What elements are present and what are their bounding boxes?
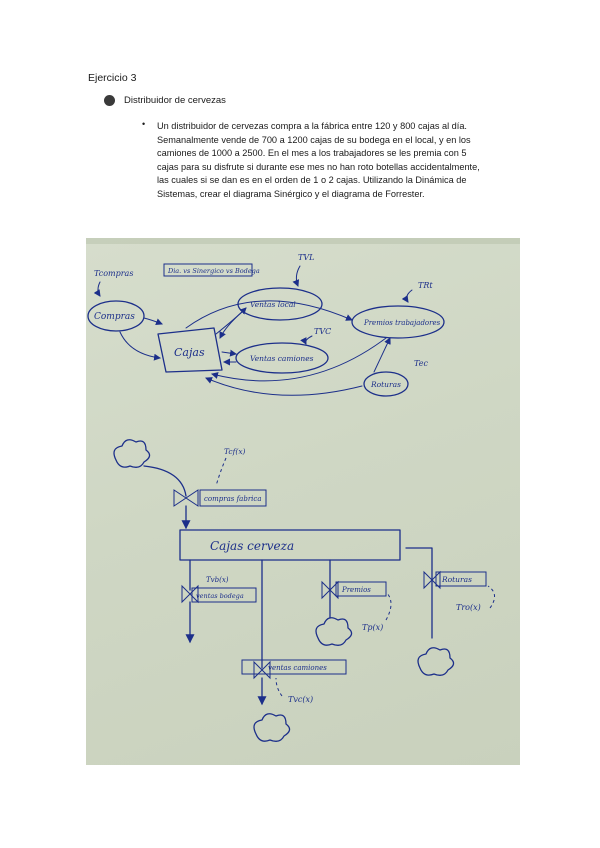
label-trt: TRt: [418, 281, 433, 290]
arrow-roturas-premios: [373, 337, 391, 373]
exercise-paragraph: Un distribuidor de cervezas compra a la …: [157, 120, 517, 202]
flow-box-premios: [335, 581, 387, 597]
label-tvb: Tvb(x): [206, 576, 229, 584]
arrow-compras-cajas-2: [119, 331, 161, 361]
flow-pipe-roturas: [405, 547, 433, 639]
label-tp: Tp(x): [362, 623, 383, 632]
node-compras: [87, 300, 145, 332]
node-ventas-local-label: Ventas local: [250, 300, 296, 309]
label-tvl: TVL: [298, 253, 314, 262]
paragraph-line: cajas para su disfrute si durante ese me…: [157, 161, 480, 172]
label-tvc: TVC: [314, 327, 331, 336]
node-cajas-label: Cajas: [174, 346, 205, 359]
arrow-vlocal-cajas: [219, 311, 243, 339]
diagram-title-box: [163, 263, 253, 277]
flow-roturas-label: Roturas: [441, 575, 472, 584]
flow-box-vcamiones: [241, 659, 347, 675]
diagram-title: Dia. vs Sinergico vs Bodega: [167, 267, 260, 275]
section-bullet: Distribuidor de cervezas: [104, 95, 226, 106]
valve-premios-icon: [321, 580, 339, 600]
bullet-dot-icon: [104, 95, 115, 106]
flow-pipe-compras: [143, 465, 187, 497]
info-link-tvc: [275, 677, 283, 697]
info-link-tr: [487, 585, 495, 609]
node-roturas: [363, 371, 409, 397]
flow-vcamiones-label: ventas camiones: [268, 664, 327, 672]
arrow-cajas-premios: [185, 300, 353, 329]
info-link-tp: [385, 591, 392, 621]
arrow-cajas-vcam: [221, 349, 237, 357]
sub-bullet-icon: •: [142, 119, 146, 129]
flow-premios-label: Premios: [341, 586, 371, 594]
cloud-sink-premios-icon: [315, 617, 353, 646]
cloud-source-icon: [113, 439, 151, 468]
node-premios-label: Premios trabajadores: [363, 319, 441, 327]
node-cajas: [157, 327, 223, 373]
flow-box-vbodega: [191, 587, 257, 603]
paragraph-line: las cuales si se dan es en el orden de 1…: [157, 175, 467, 186]
arrow-tvl: [292, 265, 301, 287]
label-tec: Tec: [414, 359, 428, 368]
stock-label: Cajas cerveza: [210, 539, 294, 553]
cloud-sink-vcamiones-icon: [253, 713, 291, 742]
paragraph-line: Semanalmente vende de 700 a 1200 cajas d…: [157, 134, 471, 145]
arrow-premios-cajas: [211, 337, 387, 382]
arrow-tcompras: [93, 281, 101, 297]
flow-box-roturas: [435, 571, 487, 587]
info-link-tcf: [215, 457, 227, 487]
node-roturas-label: Roturas: [370, 380, 401, 389]
label-tcf: Tcf(x): [224, 447, 246, 456]
node-compras-label: Compras: [94, 312, 135, 322]
label-t-compras: Tcompras: [94, 269, 133, 278]
section-label: Distribuidor de cervezas: [124, 95, 226, 106]
paragraph-line: camiones de 1000 a 2500. En el mes a los…: [157, 148, 467, 159]
diagram-drawing: Dia. vs Sinergico vs Bodega Tcompras Com…: [87, 253, 495, 742]
flow-box-compras: [199, 489, 267, 507]
flow-vbodega-label: ventas bodega: [196, 592, 244, 600]
label-tr: Tro(x): [456, 603, 481, 612]
node-ventas-camiones: [235, 342, 329, 374]
cloud-sink-roturas-icon: [417, 647, 455, 676]
node-premios: [351, 305, 445, 339]
exercise-title: Ejercicio 3: [88, 72, 137, 84]
paragraph-line: Un distribuidor de cervezas compra a la …: [157, 121, 467, 131]
arrow-compras-cajas: [143, 317, 163, 326]
paragraph-line: Sistemas, crear el diagrama Sinérgico y …: [157, 188, 425, 199]
valve-compras-icon: [173, 489, 199, 507]
handwritten-diagram-photo: Dia. vs Sinergico vs Bodega Tcompras Com…: [86, 238, 520, 765]
arrow-roturas-cajas: [205, 377, 363, 396]
stock-cajas-cerveza: [179, 529, 401, 561]
flow-compras-label: compras fabrica: [204, 495, 262, 503]
valve-vbodega-icon: [181, 584, 199, 604]
node-ventas-camiones-label: Ventas camiones: [250, 354, 314, 363]
photo-shadow: [86, 238, 520, 244]
arrow-trt: [401, 289, 413, 303]
label-tvc-forrester: Tvc(x): [288, 695, 313, 704]
arrow-tvc: [300, 335, 313, 345]
